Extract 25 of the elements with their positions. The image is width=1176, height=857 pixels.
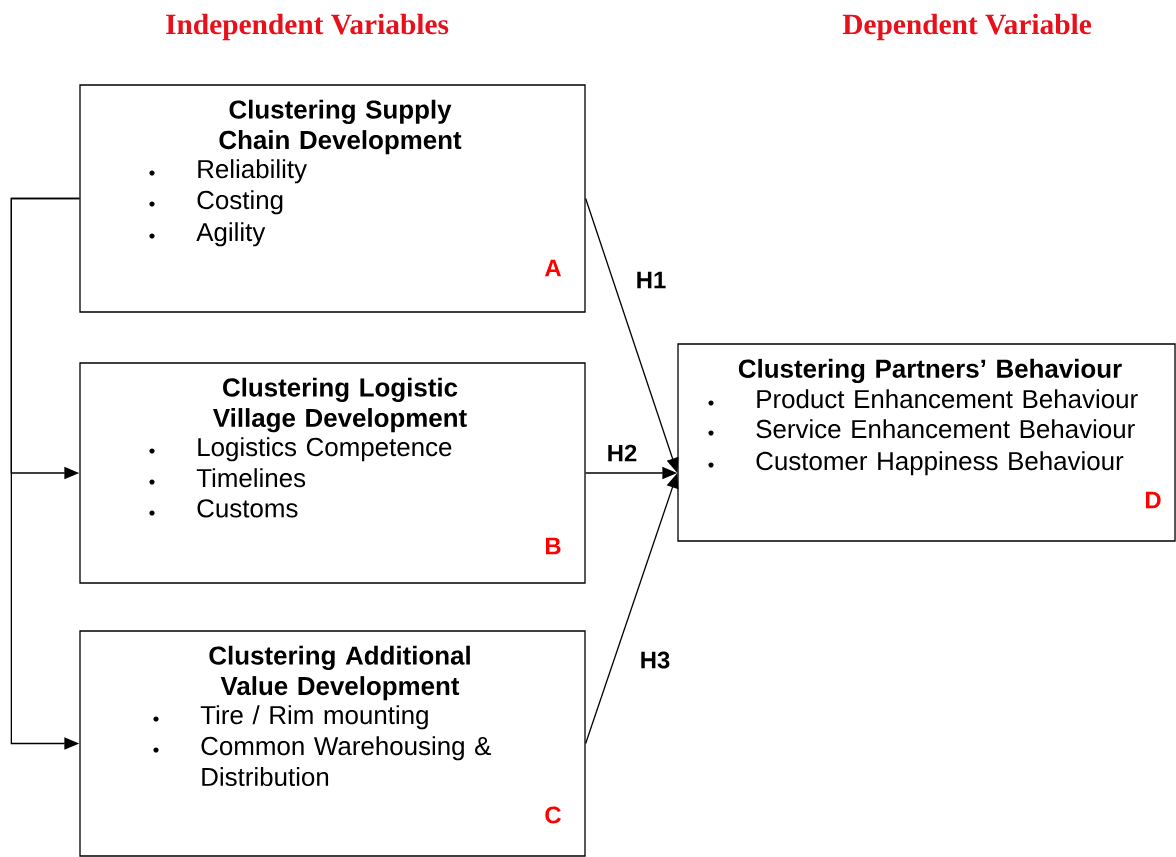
box-heading: Clustering Partners’ Behaviour	[738, 358, 1122, 384]
bullet-item: Customs	[149, 499, 298, 518]
edge-label: H1	[634, 270, 668, 290]
edge-label: H3	[638, 650, 672, 670]
bullet-item: Reliability	[149, 159, 307, 184]
bullet-item: Product Enhancement Behaviour	[708, 389, 1138, 409]
box-letter: B	[545, 537, 561, 555]
column-heading: Dependent Variable	[842, 13, 1092, 41]
arrow	[10, 197, 80, 750]
bullet-item: Agility	[149, 222, 266, 247]
box-heading: Clustering Logistic Village Development	[213, 377, 467, 433]
bullet-item: Timelines	[149, 468, 306, 488]
box-heading: Clustering Additional Value Development	[209, 645, 470, 701]
bullet-item: Common Warehousing & Distribution	[153, 736, 492, 787]
bullet-item: Customer Happiness Behaviour	[708, 451, 1124, 476]
box-letter: D	[1145, 491, 1161, 509]
bullet-item: Costing	[149, 190, 283, 215]
edge-label: H2	[605, 443, 639, 463]
column-heading: Independent Variables	[166, 13, 449, 41]
box-heading: Clustering Supply Chain Development	[219, 99, 462, 155]
bullet-item: Logistics Competence	[149, 437, 452, 462]
box-letter: C	[545, 806, 561, 824]
bullet-item: Service Enhancement Behaviour	[708, 419, 1135, 439]
bullet-item: Tire / Rim mounting	[153, 705, 428, 730]
box-letter: A	[544, 259, 561, 277]
